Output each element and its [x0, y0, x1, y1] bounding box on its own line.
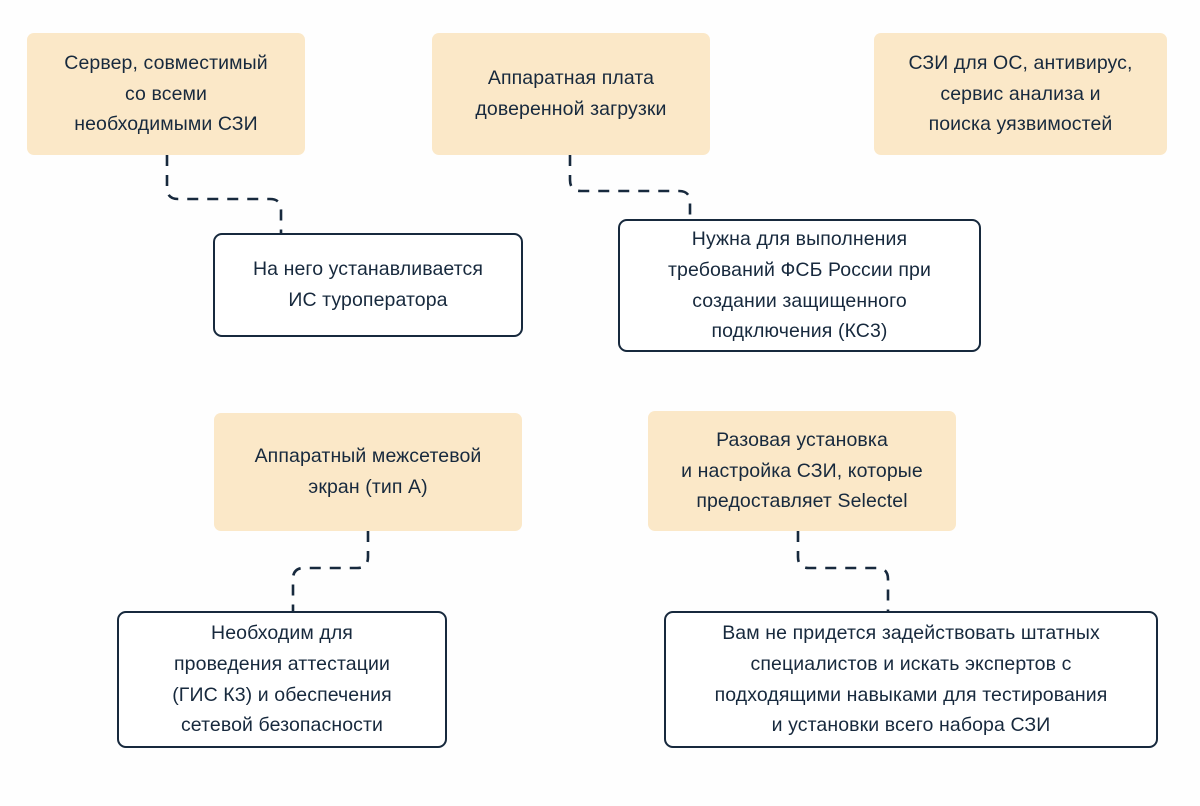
connector-setup-to-no-staff — [796, 531, 890, 613]
node-hardware-board-label: Аппаратная плата доверенной загрузки — [475, 67, 667, 120]
node-attestation: Необходим для проведения аттестации (ГИС… — [117, 611, 447, 748]
node-hardware-board: Аппаратная плата доверенной загрузки — [432, 33, 710, 155]
node-szi-os-label: СЗИ для ОС, антивирус, сервис анализа и … — [908, 51, 1133, 136]
node-szi-os: СЗИ для ОС, антивирус, сервис анализа и … — [874, 33, 1167, 155]
node-firewall-label: Аппаратный межсетевой экран (тип А) — [254, 445, 482, 498]
node-selectel-setup-label: Разовая установка и настройка СЗИ, котор… — [681, 428, 923, 513]
node-no-staff-needed-label: Вам не придется задействовать штатных сп… — [714, 621, 1108, 737]
node-firewall: Аппаратный межсетевой экран (тип А) — [214, 413, 522, 531]
node-tour-operator-is-label: На него устанавливается ИС туроператора — [252, 258, 484, 311]
node-tour-operator-is: На него устанавливается ИС туроператора — [213, 233, 523, 337]
connector-board-to-fsb — [568, 155, 692, 221]
node-no-staff-needed: Вам не придется задействовать штатных сп… — [664, 611, 1158, 748]
node-server-label: Сервер, совместимый со всеми необходимым… — [64, 51, 268, 136]
node-server: Сервер, совместимый со всеми необходимым… — [27, 33, 305, 155]
connector-firewall-to-attestation — [291, 531, 370, 613]
node-attestation-label: Необходим для проведения аттестации (ГИС… — [172, 621, 392, 737]
node-fsb-requirements-label: Нужна для выполнения требований ФСБ Росс… — [668, 227, 931, 343]
connector-server-to-is — [165, 155, 283, 235]
node-fsb-requirements: Нужна для выполнения требований ФСБ Росс… — [618, 219, 981, 352]
node-selectel-setup: Разовая установка и настройка СЗИ, котор… — [648, 411, 956, 531]
